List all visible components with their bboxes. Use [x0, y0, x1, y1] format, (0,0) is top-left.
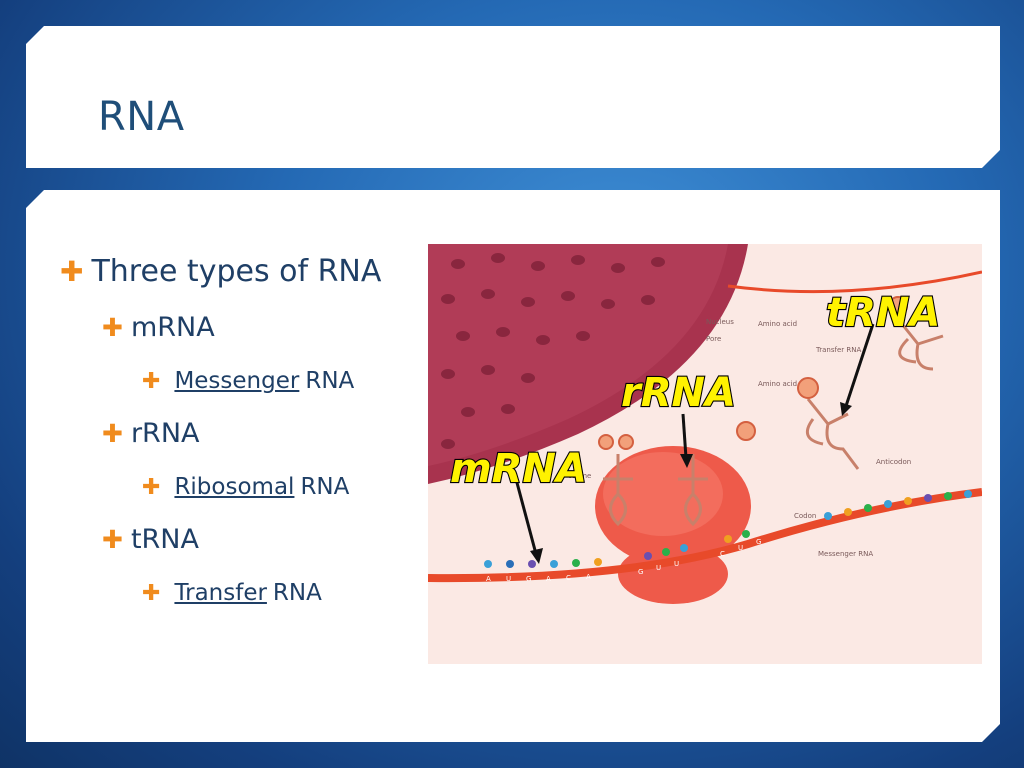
svg-text:A: A [486, 575, 491, 583]
bullet-rrna: ✚ rRNA [102, 418, 199, 449]
label-amino-acid-2: Amino acid [758, 380, 797, 388]
bullet-text: RNA [272, 580, 322, 606]
content-panel: ✚ Three types of RNA ✚ mRNA ✚ Messenger … [26, 190, 1000, 742]
title-panel: RNA [26, 26, 1000, 168]
bullet-text: RNA [300, 474, 350, 500]
label-anticodon: Anticodon [876, 458, 911, 466]
label-transfer-rna: Transfer RNA [815, 346, 861, 354]
svg-text:G: G [638, 568, 643, 576]
label-messenger-rna: Messenger RNA [818, 550, 873, 558]
nucleus-shape [428, 244, 748, 484]
bullet-trna: ✚ tRNA [102, 524, 199, 555]
nucleotide-pegs [484, 490, 972, 568]
bullet-mrna: ✚ mRNA [102, 312, 215, 343]
bullet-messenger-rna: ✚ Messenger RNA [142, 368, 354, 394]
svg-text:G: G [526, 575, 531, 583]
plus-bullet-icon: ✚ [102, 525, 123, 554]
underlined-term: Messenger [174, 368, 300, 394]
bullet-text: RNA [305, 368, 355, 394]
label-nucleus: Nucleus [706, 318, 734, 326]
callout-mrna-label: mRNA [450, 446, 587, 492]
amino-acid-spheres [599, 297, 907, 449]
callout-rrna-label: rRNA [621, 370, 736, 416]
plus-bullet-icon: ✚ [142, 368, 161, 394]
plus-bullet-icon: ✚ [102, 313, 123, 342]
label-amino-acid-1: Amino acid [758, 320, 797, 328]
svg-text:U: U [738, 544, 743, 552]
callout-trna-label: tRNA [826, 290, 940, 336]
callout-arrows [516, 324, 873, 564]
underlined-term: Ribosomal [174, 474, 295, 500]
rna-diagram-image: A U G A C A G U U C U G [428, 244, 982, 664]
svg-text:U: U [656, 564, 661, 572]
svg-text:A: A [546, 575, 551, 583]
rna-diagram-svg: A U G A C A G U U C U G [428, 244, 982, 664]
bullet-transfer-rna: ✚ Transfer RNA [142, 580, 322, 606]
bullet-three-types: ✚ Three types of RNA [60, 254, 381, 289]
underlined-term: Transfer [174, 580, 267, 606]
svg-text:C: C [720, 550, 725, 558]
bullet-text: rRNA [130, 418, 200, 449]
bullet-text: tRNA [130, 524, 199, 555]
label-codon: Codon [794, 512, 816, 520]
plus-bullet-icon: ✚ [60, 255, 84, 288]
svg-text:U: U [506, 575, 511, 583]
svg-text:C: C [566, 574, 571, 582]
codon-letters: A U G A C A G U U C U G [486, 538, 761, 583]
mrna-exit-strand [728, 272, 982, 292]
svg-text:U: U [674, 560, 679, 568]
plus-bullet-icon: ✚ [142, 474, 161, 500]
svg-text:A: A [586, 573, 591, 581]
label-pore: Pore [706, 335, 721, 343]
svg-text:G: G [756, 538, 761, 546]
trna-cloverleaf-shapes [603, 319, 943, 524]
bullet-text: mRNA [130, 312, 215, 343]
bullet-text: Three types of RNA [91, 254, 382, 289]
mrna-strand [428, 492, 982, 578]
bullet-ribosomal-rna: ✚ Ribosomal RNA [142, 474, 349, 500]
plus-bullet-icon: ✚ [142, 580, 161, 606]
plus-bullet-icon: ✚ [102, 419, 123, 448]
label-ribosome: osome [568, 472, 591, 480]
slide-title: RNA [98, 94, 185, 140]
